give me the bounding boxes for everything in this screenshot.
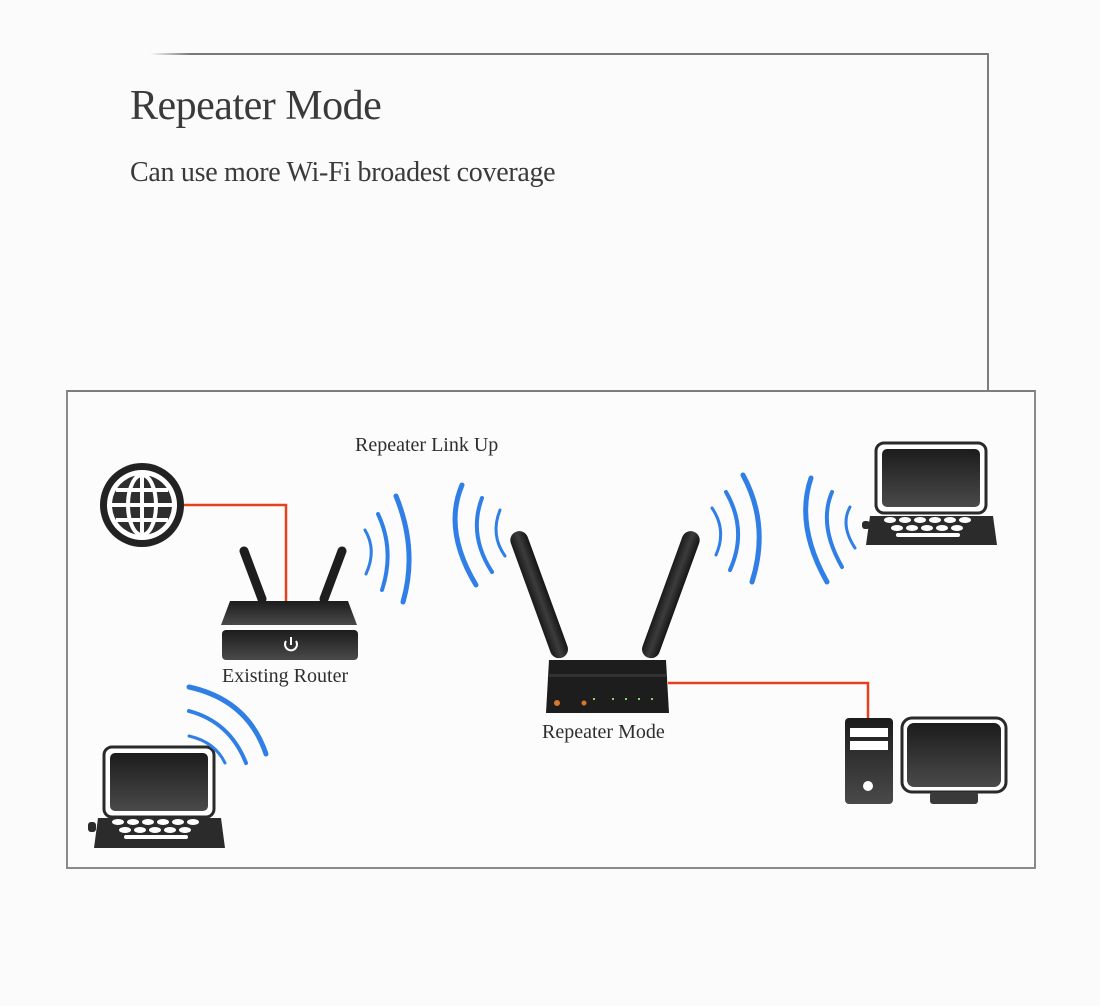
- laptop-icon-right: [862, 441, 997, 545]
- globe-icon: [100, 463, 184, 547]
- wifi-signal-laptop-right: [803, 475, 857, 585]
- header-right-border: [987, 53, 989, 390]
- wired-link-repeater-desktop: [668, 681, 870, 718]
- header-panel: [0, 53, 989, 390]
- wifi-signal-repeater-left: [452, 482, 507, 588]
- wifi-signal-laptop-left: [186, 684, 269, 765]
- repeater-link-label: Repeater Link Up: [355, 434, 499, 456]
- repeater-mode-label: Repeater Mode: [542, 721, 665, 743]
- wifi-signal-existing-router: [363, 493, 412, 605]
- page-subtitle: Can use more Wi-Fi broadest coverage: [130, 157, 556, 188]
- existing-router-label: Existing Router: [222, 665, 349, 687]
- existing-router-icon: [221, 546, 358, 660]
- wifi-signal-repeater-right: [710, 472, 762, 585]
- repeater-router-icon: [510, 531, 700, 713]
- desktop-computer-icon: [845, 716, 1008, 804]
- laptop-icon-left: [88, 745, 225, 848]
- wired-link-internet-router: [184, 503, 288, 601]
- header-top-border: [150, 53, 989, 55]
- page-title: Repeater Mode: [130, 83, 382, 129]
- power-icon: [284, 637, 298, 652]
